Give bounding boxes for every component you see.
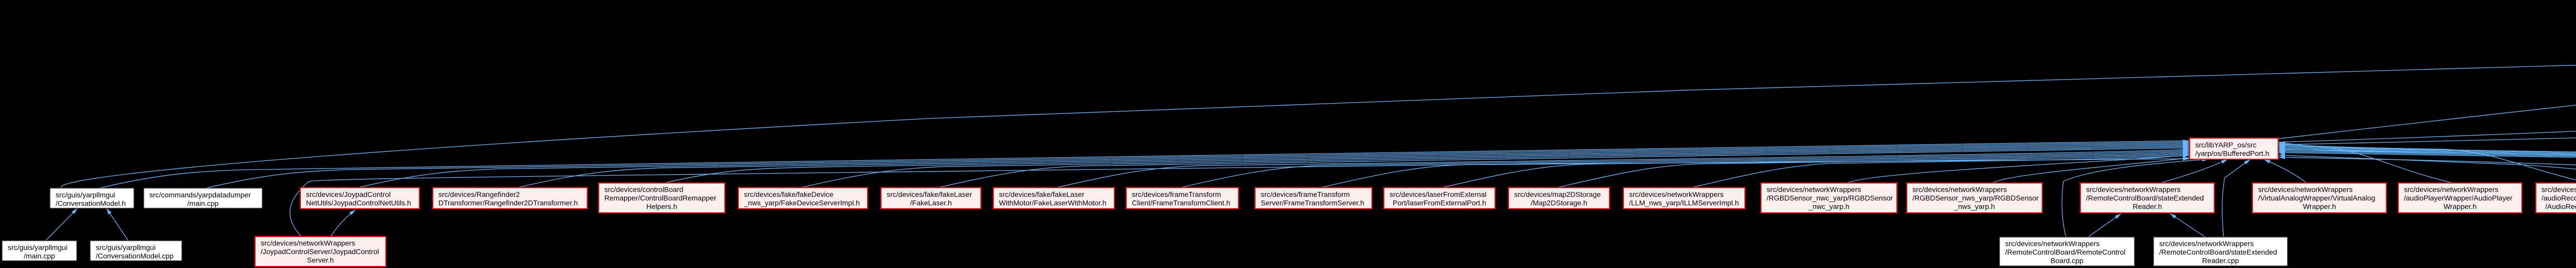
svg-text:/audioRecorder_nwc_yarp: /audioRecorder_nwc_yarp bbox=[2541, 194, 2576, 202]
svg-text:/ConversationModel.cpp: /ConversationModel.cpp bbox=[96, 252, 174, 260]
svg-text:/RemoteControlBoard/stateExten: /RemoteControlBoard/stateExtended bbox=[2159, 248, 2277, 256]
svg-text:src/devices/networkWrappers: src/devices/networkWrappers bbox=[261, 239, 355, 247]
svg-text:Helpers.h: Helpers.h bbox=[647, 203, 677, 211]
svg-text:src/devices/networkWrappers: src/devices/networkWrappers bbox=[1912, 186, 2007, 194]
svg-text:_nws_yarp/FakeDeviceServerImpl: _nws_yarp/FakeDeviceServerImpl.h bbox=[743, 199, 860, 207]
svg-text:/RemoteControlBoard/RemoteCont: /RemoteControlBoard/RemoteControl bbox=[2005, 248, 2125, 256]
svg-text:/RemoteControlBoard/stateExten: /RemoteControlBoard/stateExtended bbox=[2086, 194, 2204, 202]
svg-text:src/devices/networkWrappers: src/devices/networkWrappers bbox=[2258, 186, 2352, 194]
svg-text:Server/FrameTransformServer.h: Server/FrameTransformServer.h bbox=[1261, 199, 1364, 207]
svg-text:src/devices/JoypadControl: src/devices/JoypadControl bbox=[306, 190, 391, 198]
svg-text:/JoypadControlServer/JoypadCon: /JoypadControlServer/JoypadControl bbox=[261, 247, 379, 256]
svg-text:src/devices/networkWrappers: src/devices/networkWrappers bbox=[2005, 240, 2099, 248]
svg-text:Board.cpp: Board.cpp bbox=[2050, 257, 2083, 265]
svg-text:/LLM_nws_yarp/ILLMServerImpl.h: /LLM_nws_yarp/ILLMServerImpl.h bbox=[1629, 199, 1739, 207]
svg-text:src/devices/laserFromExternal: src/devices/laserFromExternal bbox=[1389, 190, 1486, 198]
svg-text:Wrapper.h: Wrapper.h bbox=[2303, 203, 2336, 211]
svg-text:Remapper/ControlBoardRemapper: Remapper/ControlBoardRemapper bbox=[604, 194, 716, 202]
svg-text:src/devices/networkWrappers: src/devices/networkWrappers bbox=[2541, 186, 2576, 194]
svg-text:src/guis/yarpllmgui: src/guis/yarpllmgui bbox=[96, 243, 156, 252]
svg-text:Client/FrameTransformClient.h: Client/FrameTransformClient.h bbox=[1132, 199, 1230, 207]
svg-text:Server.h: Server.h bbox=[307, 256, 334, 264]
svg-text:src/libYARP_os/src: src/libYARP_os/src bbox=[2195, 141, 2257, 149]
svg-text:/RGBDSensor_nws_yarp/RGBDSenso: /RGBDSensor_nws_yarp/RGBDSensor bbox=[1912, 194, 2039, 202]
svg-text:/Map2DStorage.h: /Map2DStorage.h bbox=[1531, 199, 1587, 207]
svg-text:src/devices/networkWrappers: src/devices/networkWrappers bbox=[1767, 186, 1861, 194]
svg-text:Reader.h: Reader.h bbox=[2133, 203, 2162, 211]
svg-text:/RGBDSensor_nwc_yarp/RGBDSenso: /RGBDSensor_nwc_yarp/RGBDSensor bbox=[1767, 194, 1893, 202]
svg-text:/ConversationModel.h: /ConversationModel.h bbox=[56, 199, 126, 208]
svg-text:/main.cpp: /main.cpp bbox=[188, 199, 219, 208]
svg-text:Port/laserFromExternalPort.h: Port/laserFromExternalPort.h bbox=[1393, 199, 1486, 207]
svg-text:src/devices/networkWrappers: src/devices/networkWrappers bbox=[1629, 190, 1723, 198]
svg-text:Reader.cpp: Reader.cpp bbox=[2202, 257, 2239, 265]
svg-text:NetUtils/JoypadControlNetUtils: NetUtils/JoypadControlNetUtils.h bbox=[306, 199, 411, 207]
svg-text:DTransformer/Rangefinder2DTran: DTransformer/Rangefinder2DTransformer.h bbox=[438, 199, 578, 207]
svg-text:/audioPlayerWrapper/AudioPlaye: /audioPlayerWrapper/AudioPlayer bbox=[2404, 194, 2513, 202]
svg-text:_nwc_yarp.h: _nwc_yarp.h bbox=[1808, 203, 1849, 211]
svg-text:/main.cpp: /main.cpp bbox=[24, 252, 55, 260]
svg-text:src/commands/yarpdatadumper: src/commands/yarpdatadumper bbox=[149, 191, 251, 199]
svg-text:src/guis/yarpllmgui: src/guis/yarpllmgui bbox=[56, 191, 115, 199]
svg-text:/FakeLaser.h: /FakeLaser.h bbox=[910, 199, 952, 207]
svg-text:src/devices/frameTransform: src/devices/frameTransform bbox=[1132, 190, 1221, 198]
svg-text:src/devices/networkWrappers: src/devices/networkWrappers bbox=[2159, 240, 2253, 248]
svg-text:WithMotor/FakeLaserWithMotor.h: WithMotor/FakeLaserWithMotor.h bbox=[999, 199, 1107, 207]
svg-text:src/devices/frameTransform: src/devices/frameTransform bbox=[1261, 190, 1350, 198]
svg-text:src/devices/Rangefinder2: src/devices/Rangefinder2 bbox=[438, 190, 520, 198]
svg-text:/VirtualAnalogWrapper/VirtualA: /VirtualAnalogWrapper/VirtualAnalog bbox=[2258, 194, 2375, 202]
svg-text:src/devices/controlBoard: src/devices/controlBoard bbox=[604, 186, 683, 194]
svg-text:src/devices/fake/fakeDevice: src/devices/fake/fakeDevice bbox=[744, 190, 834, 198]
svg-text:src/guis/yarpllmgui: src/guis/yarpllmgui bbox=[8, 243, 67, 252]
svg-text:Wrapper.h: Wrapper.h bbox=[2444, 203, 2477, 211]
svg-text:src/devices/map2DStorage: src/devices/map2DStorage bbox=[1514, 190, 1601, 198]
svg-text:src/devices/networkWrappers: src/devices/networkWrappers bbox=[2404, 186, 2498, 194]
svg-text:src/devices/fake/fakeLaser: src/devices/fake/fakeLaser bbox=[999, 190, 1084, 198]
svg-text:src/devices/networkWrappers: src/devices/networkWrappers bbox=[2086, 186, 2180, 194]
svg-text:src/devices/fake/fakeLaser: src/devices/fake/fakeLaser bbox=[887, 190, 972, 198]
svg-text:/yarp/os/BufferedPort.h: /yarp/os/BufferedPort.h bbox=[2195, 149, 2269, 158]
svg-text:/AudioRecorder_nwc_yarp.h: /AudioRecorder_nwc_yarp.h bbox=[2545, 203, 2576, 211]
svg-text:_nws_yarp.h: _nws_yarp.h bbox=[1954, 203, 1995, 211]
